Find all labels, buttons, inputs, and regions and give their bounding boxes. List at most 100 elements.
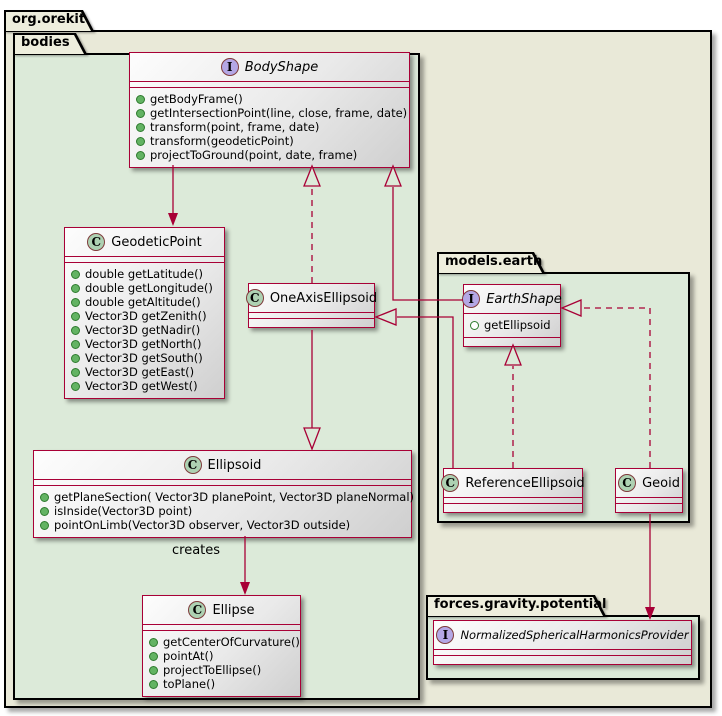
method-label: transform(point, frame, date)	[150, 120, 320, 134]
class-header: I BodyShape	[130, 53, 409, 82]
method-label: pointOnLimb(Vector3D observer, Vector3D …	[54, 518, 351, 532]
class-geoid: C Geoid	[615, 468, 683, 513]
public-method-icon	[149, 665, 158, 675]
method-item: double getLatitude()	[65, 267, 224, 281]
class-name: GeodeticPoint	[111, 234, 202, 250]
class-earthshape: I EarthShape getEllipsoid	[462, 284, 562, 347]
method-item: pointAt()	[143, 649, 300, 663]
method-label: double getAltitude()	[85, 295, 201, 309]
method-label: double getLatitude()	[85, 267, 204, 281]
method-label: Vector3D getEast()	[85, 365, 195, 379]
class-header: I NormalizedSphericalHarmonicsProvider	[434, 621, 691, 650]
method-item: projectToEllipse()	[143, 663, 300, 677]
class-header: C OneAxisEllipsoid	[245, 284, 377, 313]
class-name: NormalizedSphericalHarmonicsProvider	[460, 628, 689, 642]
method-item: getBodyFrame()	[130, 92, 409, 106]
method-label: Vector3D getNadir()	[85, 323, 201, 337]
public-method-icon	[71, 381, 80, 391]
method-label: Vector3D getSouth()	[85, 351, 203, 365]
public-method-icon	[71, 269, 80, 279]
class-name: ReferenceEllipsoid	[465, 475, 585, 491]
public-method-icon	[71, 283, 80, 293]
method-label: toPlane()	[163, 677, 216, 691]
tab-fill	[439, 254, 542, 273]
public-method-icon	[71, 339, 80, 349]
class-ellipse: C Ellipse getCenterOfCurvature() pointAt…	[142, 595, 301, 697]
empty-methods-section	[464, 338, 560, 346]
method-label: Vector3D getWest()	[85, 379, 198, 393]
public-method-icon	[136, 122, 145, 132]
class-normalizedsphericalharmonicsprovider: I NormalizedSphericalHarmonicsProvider	[433, 620, 692, 665]
method-item: double getLongitude()	[65, 281, 224, 295]
class-name: Geoid	[642, 475, 680, 491]
public-method-icon	[71, 353, 80, 363]
class-referenceellipsoid: C ReferenceEllipsoid	[441, 468, 585, 513]
class-icon: C	[188, 601, 207, 619]
public-method-icon	[71, 325, 80, 335]
method-item: getCenterOfCurvature()	[143, 635, 300, 649]
class-header: C ReferenceEllipsoid	[441, 469, 585, 498]
class-icon: C	[245, 289, 264, 307]
public-method-icon	[149, 637, 158, 647]
class-header: C GeodeticPoint	[65, 228, 224, 257]
package-label: bodies	[21, 35, 70, 50]
class-icon: C	[183, 456, 202, 474]
method-item: projectToGround(point, date, frame)	[130, 148, 409, 162]
fields-section: getEllipsoid	[464, 314, 560, 338]
method-label: double getLongitude()	[85, 281, 213, 295]
empty-fields-section	[434, 650, 691, 656]
method-item: double getAltitude()	[65, 295, 224, 309]
class-icon: C	[441, 474, 460, 492]
public-method-icon	[136, 94, 145, 104]
class-bodyshape: I BodyShape getBodyFrame() getIntersecti…	[129, 52, 410, 168]
method-label: projectToEllipse()	[163, 663, 262, 677]
method-label: transform(geodeticPoint)	[150, 134, 294, 148]
methods-section: getCenterOfCurvature() pointAt() project…	[143, 631, 300, 696]
class-header: C Ellipsoid	[34, 451, 411, 480]
public-method-icon	[136, 150, 145, 160]
class-oneaxisellipsoid: C OneAxisEllipsoid	[245, 283, 377, 328]
method-item: Vector3D getWest()	[65, 379, 224, 393]
package-tab-org-orekit: org.orekit	[4, 10, 94, 31]
class-name: Ellipse	[212, 602, 255, 618]
class-icon: C	[87, 233, 106, 251]
method-item: toPlane()	[143, 677, 300, 691]
class-geodeticpoint: C GeodeticPoint double getLatitude() dou…	[64, 227, 225, 399]
package-label: forces.gravity.potential	[434, 597, 607, 612]
method-item: transform(point, frame, date)	[130, 120, 409, 134]
package-tab-bodies: bodies	[13, 33, 87, 54]
method-label: projectToGround(point, date, frame)	[150, 148, 358, 162]
empty-methods-section	[434, 656, 691, 664]
methods-section: double getLatitude() double getLongitude…	[65, 263, 224, 398]
method-item: isInside(Vector3D point)	[34, 504, 411, 518]
methods-section: getPlaneSection( Vector3D planePoint, Ve…	[34, 486, 414, 537]
public-method-icon	[71, 311, 80, 321]
tab-fill	[6, 12, 91, 31]
method-label: getIntersectionPoint(line, close, frame,…	[150, 106, 408, 120]
package-tab-models-earth: models.earth	[437, 252, 545, 273]
method-item: getIntersectionPoint(line, close, frame,…	[130, 106, 409, 120]
field-icon	[470, 320, 479, 330]
empty-fields-section	[249, 313, 374, 319]
field-label: getEllipsoid	[484, 318, 551, 332]
public-method-icon	[136, 108, 145, 118]
empty-methods-section	[249, 319, 374, 327]
public-method-icon	[40, 506, 49, 516]
method-item: Vector3D getZenith()	[65, 309, 224, 323]
public-method-icon	[149, 679, 158, 689]
interface-icon: I	[462, 290, 481, 308]
public-method-icon	[71, 297, 80, 307]
class-header: C Ellipse	[143, 596, 300, 625]
method-item: Vector3D getEast()	[65, 365, 224, 379]
public-method-icon	[149, 651, 158, 661]
empty-fields-section	[65, 257, 224, 263]
tab-fill	[428, 597, 603, 616]
empty-fields-section	[34, 480, 411, 486]
class-name: EarthShape	[486, 291, 562, 307]
package-label: models.earth	[445, 254, 543, 269]
public-method-icon	[40, 492, 49, 502]
class-ellipsoid: C Ellipsoid getPlaneSection( Vector3D pl…	[33, 450, 414, 538]
class-header: I EarthShape	[462, 285, 562, 314]
method-label: Vector3D getZenith()	[85, 309, 207, 323]
